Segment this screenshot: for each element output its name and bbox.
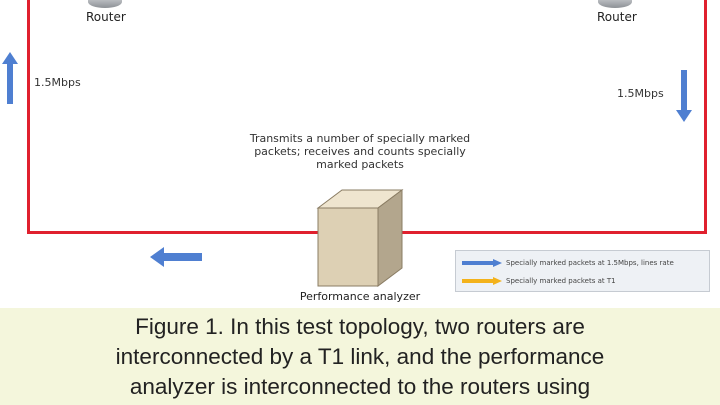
caption-line: interconnected by a T1 link, and the per… (115, 344, 605, 369)
topology-diagram: Router Router 1.5Mbps 1.5Mbps Transmits … (2, 0, 710, 303)
router-right-label: Router (597, 10, 637, 24)
caption-line: analyzer is interconnected to the router… (129, 374, 591, 399)
down-arrow-icon (676, 70, 692, 122)
analyzer-description: Transmits a number of specially marked p… (240, 132, 480, 171)
caption-text: In this test topology, two routers are (223, 314, 585, 339)
link-left-label: 1.5Mbps (34, 76, 81, 89)
left-arrow-icon (150, 247, 202, 267)
up-arrow-icon (2, 52, 18, 104)
caption-line: Figure 1. In this test topology, two rou… (0, 312, 720, 342)
blue-arrow-icon (462, 259, 502, 267)
legend: Specially marked packets at 1.5Mbps, lin… (455, 250, 710, 292)
router-left-icon (88, 0, 122, 8)
analyzer-description-line: Transmits a number of specially marked (249, 132, 471, 145)
link-right-label: 1.5Mbps (617, 87, 664, 100)
legend-item: Specially marked packets at 1.5Mbps, lin… (462, 257, 674, 269)
legend-item: Specially marked packets at T1 (462, 275, 616, 287)
performance-analyzer-box-icon (316, 189, 404, 287)
analyzer-description-line: packets; receives and counts specially (254, 145, 466, 158)
caption-figure-label: Figure 1. (135, 314, 224, 339)
legend-item-label: Specially marked packets at T1 (506, 277, 616, 285)
figure-caption: Figure 1. In this test topology, two rou… (0, 308, 720, 405)
legend-item-label: Specially marked packets at 1.5Mbps, lin… (506, 259, 674, 267)
yellow-arrow-icon (462, 277, 502, 285)
router-left-label: Router (86, 10, 126, 24)
analyzer-label: Performance analyzer (270, 290, 450, 303)
analyzer-description-line: marked packets (316, 158, 404, 171)
router-right-icon (598, 0, 632, 8)
